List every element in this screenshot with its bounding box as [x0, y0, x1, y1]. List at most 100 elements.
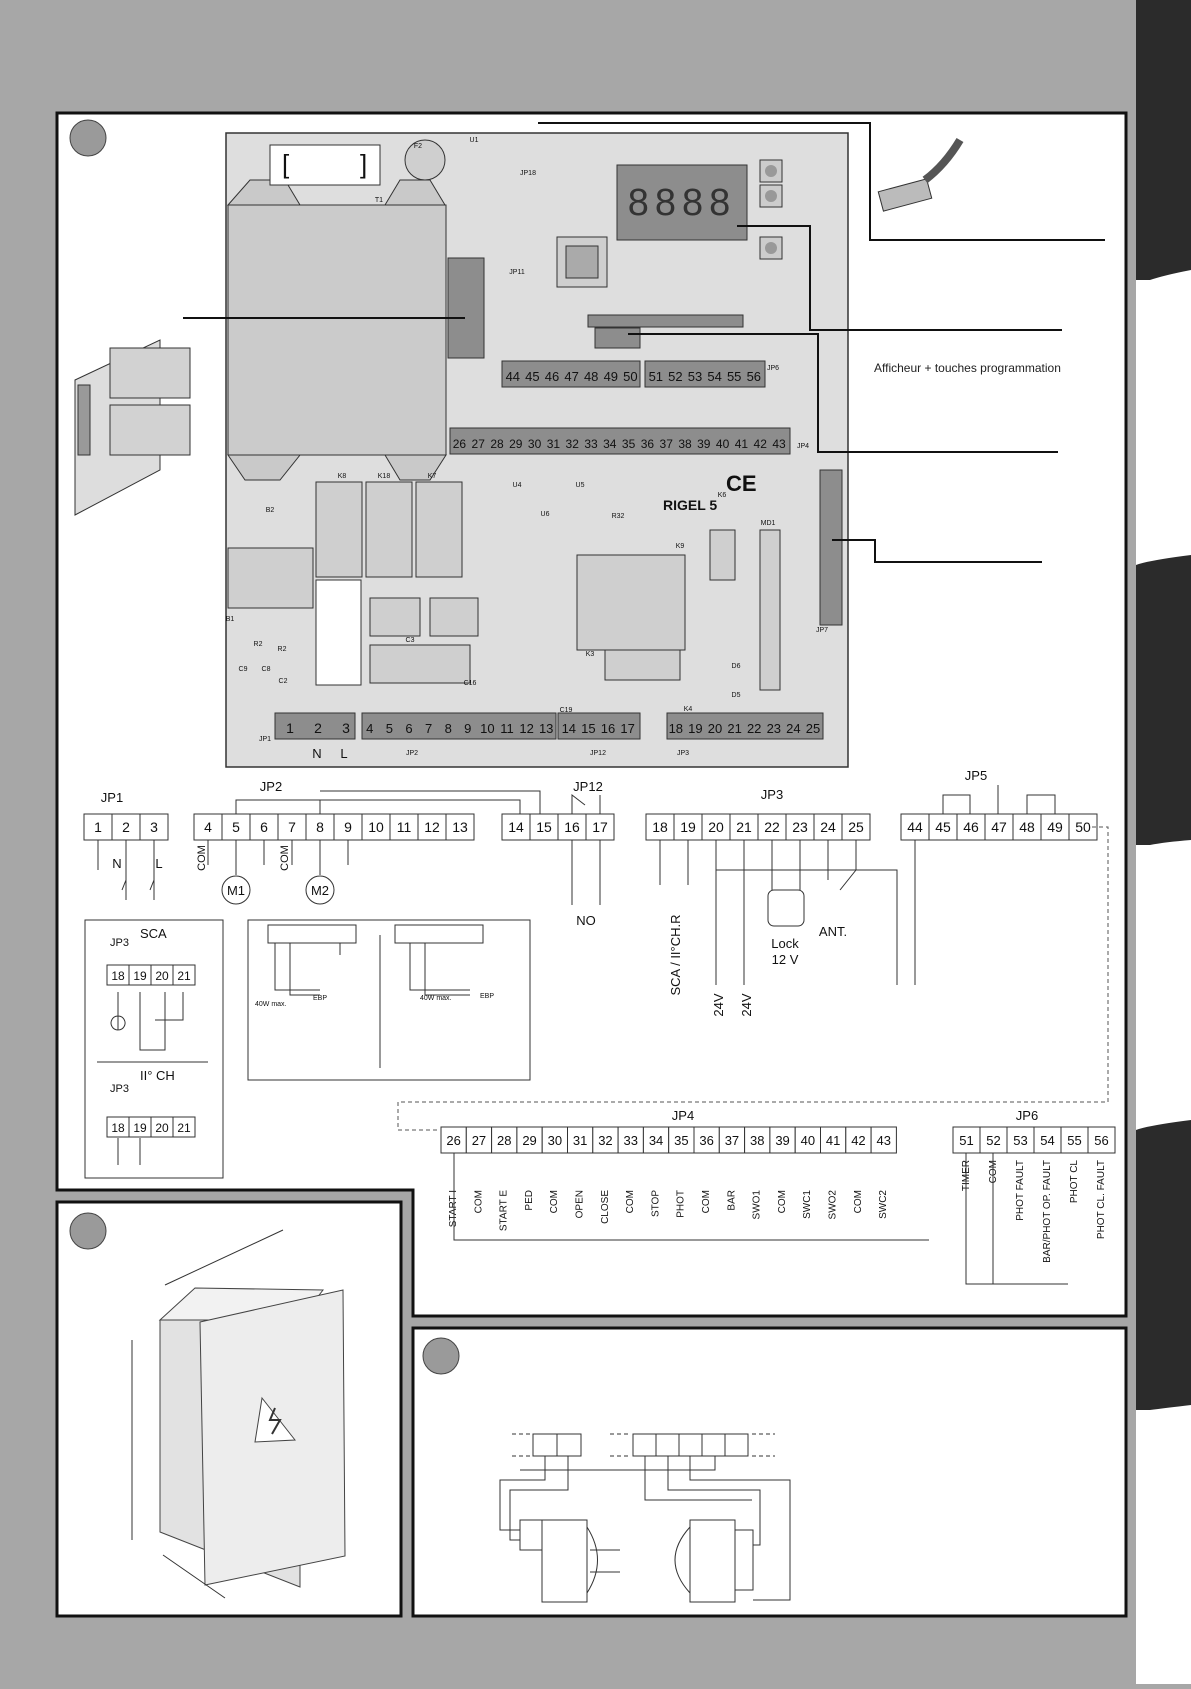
board-terminal-label: 25: [806, 721, 820, 736]
sca-label: SCA / II°CH.R: [668, 914, 683, 995]
board-component-label: C3: [406, 637, 415, 644]
jp4-cell: [820, 1126, 847, 1154]
jp3-cell: [729, 813, 759, 841]
jp4-number: 31: [573, 1133, 587, 1148]
jp4-cell: [870, 1126, 897, 1154]
board-terminal-label: 15: [581, 721, 595, 736]
jp4-cell: [516, 1126, 543, 1154]
jp2-cell: [333, 813, 363, 841]
jp4-cell: [668, 1126, 695, 1154]
jp3-24v-label: 24V: [739, 993, 754, 1016]
jp1-number: 3: [150, 819, 158, 835]
jp4-function-label: COM: [777, 1190, 788, 1213]
board-terminal-label: 53: [688, 369, 702, 384]
board-terminal-label: 4: [366, 721, 373, 736]
jp4-cell: [845, 1126, 872, 1154]
jp3-label: JP3: [761, 787, 783, 802]
board-terminal-label: 42: [754, 437, 768, 451]
jp4-number: 27: [472, 1133, 486, 1148]
sca-terminal-number: 18: [111, 1121, 125, 1135]
board-component-label: D6: [732, 663, 741, 670]
board-component-label: K8: [338, 473, 347, 480]
jp1-number: 2: [122, 819, 130, 835]
jp4-function-label: PED: [524, 1190, 535, 1211]
jp4-function-label: BAR: [726, 1190, 737, 1211]
motor-1-label: M1: [227, 883, 245, 898]
jp4-cell: [567, 1126, 594, 1154]
board-component-label: MD1: [761, 520, 776, 527]
board-component-label: JP7: [816, 627, 828, 634]
board-terminal-label: 45: [525, 369, 539, 384]
jp2-number: 8: [316, 819, 324, 835]
jp4-number: 41: [826, 1133, 840, 1148]
jp4-cell: [491, 1126, 518, 1154]
board-terminal-label: 21: [727, 721, 741, 736]
jp6-cell: [1033, 1126, 1062, 1154]
sca-terminal-number: 20: [155, 969, 169, 983]
display-callout-label: Afficheur + touches programmation: [874, 361, 1061, 375]
jp3-cell: [785, 813, 815, 841]
jp5-cell: [928, 813, 958, 841]
jp4-function-label: STOP: [650, 1190, 661, 1217]
side-tabs: [1136, 0, 1191, 1684]
board-component-label: K18: [378, 473, 391, 480]
board-component-label: U6: [541, 511, 550, 518]
lock-label: Lock: [771, 936, 799, 951]
board-terminal-label: 1: [286, 720, 294, 736]
jp3-cell: [757, 813, 787, 841]
sca-terminal-cell: [172, 964, 196, 986]
jp1-cell: [139, 813, 169, 841]
board-terminal-label: 39: [697, 437, 711, 451]
board-terminal-label: 10: [480, 721, 494, 736]
jp6-number: 53: [1013, 1133, 1027, 1148]
board-component-label: C19: [560, 707, 573, 714]
svg-text:]: ]: [360, 149, 367, 179]
ribbon-connector-icon: [877, 137, 964, 212]
board-terminal-label: 29: [509, 437, 523, 451]
jp3-number: 20: [708, 819, 724, 835]
jp5-number: 49: [1047, 819, 1063, 835]
board-terminal-label: 41: [735, 437, 749, 451]
jp4-cell: [617, 1126, 644, 1154]
board-component-label: C9: [239, 666, 248, 673]
motor-2-label: M2: [311, 883, 329, 898]
jp4-function-label: OPEN: [575, 1190, 586, 1218]
jp6-function-label: PHOT FAULT: [1015, 1160, 1026, 1221]
jp4-function-label: SWC2: [878, 1190, 889, 1219]
jp4-number: 30: [548, 1133, 562, 1148]
jp3-cell: [645, 813, 675, 841]
jp5-number: 48: [1019, 819, 1035, 835]
board-component-label: JP2: [406, 750, 418, 757]
jp3-cell: [701, 813, 731, 841]
jp1-neutral-label: N: [112, 856, 121, 871]
board-terminal-label: 51: [649, 369, 663, 384]
jp2-com-label: COM: [279, 845, 291, 871]
jp3-number: 22: [764, 819, 780, 835]
board-terminal-label: 33: [584, 437, 598, 451]
board-component-label: C16: [464, 680, 477, 687]
jp3-number: 19: [680, 819, 696, 835]
jp5-label: JP5: [965, 768, 987, 783]
jp12-cell: [501, 813, 531, 841]
board-component-label: JP1: [259, 736, 271, 743]
board-terminal-label: 16: [601, 721, 615, 736]
board-terminal-label: 47: [564, 369, 578, 384]
board-terminal-label: 36: [641, 437, 655, 451]
jp5-number: 44: [907, 819, 923, 835]
board-terminal-label: 13: [539, 721, 553, 736]
svg-text:EBP: EBP: [313, 995, 327, 1002]
jp4-function-label: SWO1: [752, 1190, 763, 1220]
board-terminal-label: 23: [767, 721, 781, 736]
jp2-cell: [445, 813, 475, 841]
svg-text:[: [: [282, 149, 290, 179]
board-terminal-label: 50: [623, 369, 637, 384]
jp4-function-label: START E: [499, 1190, 510, 1231]
jp4-number: 26: [446, 1133, 460, 1148]
board-component-label: R2: [254, 641, 263, 648]
jp2-number: 4: [204, 819, 212, 835]
jp2-number: 9: [344, 819, 352, 835]
